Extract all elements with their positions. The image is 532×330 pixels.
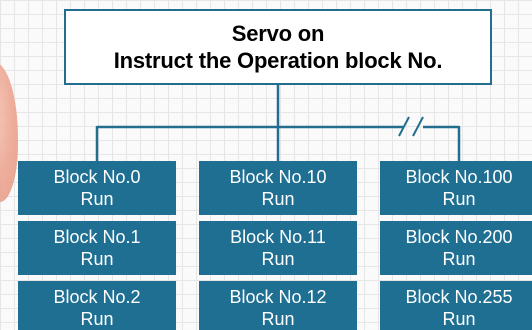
block-action: Run [261,309,295,329]
block-action: Run [80,189,114,209]
title-line-1: Servo on [231,21,325,46]
block-label: Block No.200 [405,227,513,247]
block-label: Block No.1 [53,227,141,247]
block-box: Block No.1 Run [18,221,176,275]
block-action: Run [442,309,476,329]
block-box: Block No.100 Run [380,161,532,215]
decorative-hand-shape [0,62,18,202]
block-box: Block No.255 Run [380,281,532,330]
block-action: Run [442,249,476,269]
block-label: Block No.12 [229,287,327,307]
block-action: Run [261,189,295,209]
break-mark-2 [412,116,424,137]
block-label: Block No.0 [53,167,141,187]
block-label: Block No.255 [405,287,513,307]
block-label: Block No.100 [405,167,513,187]
title-box: Servo on Instruct the Operation block No… [64,9,492,85]
block-box: Block No.10 Run [199,161,357,215]
block-label: Block No.10 [229,167,327,187]
block-box: Block No.2 Run [18,281,176,330]
block-label: Block No.2 [53,287,141,307]
block-box: Block No.12 Run [199,281,357,330]
block-action: Run [80,249,114,269]
block-action: Run [261,249,295,269]
block-box: Block No.200 Run [380,221,532,275]
title-line-2: Instruct the Operation block No. [113,48,443,73]
block-label: Block No.11 [230,227,326,247]
block-action: Run [80,309,114,329]
break-mark-1 [398,116,410,137]
block-box: Block No.11 Run [199,221,357,275]
block-box: Block No.0 Run [18,161,176,215]
block-action: Run [442,189,476,209]
